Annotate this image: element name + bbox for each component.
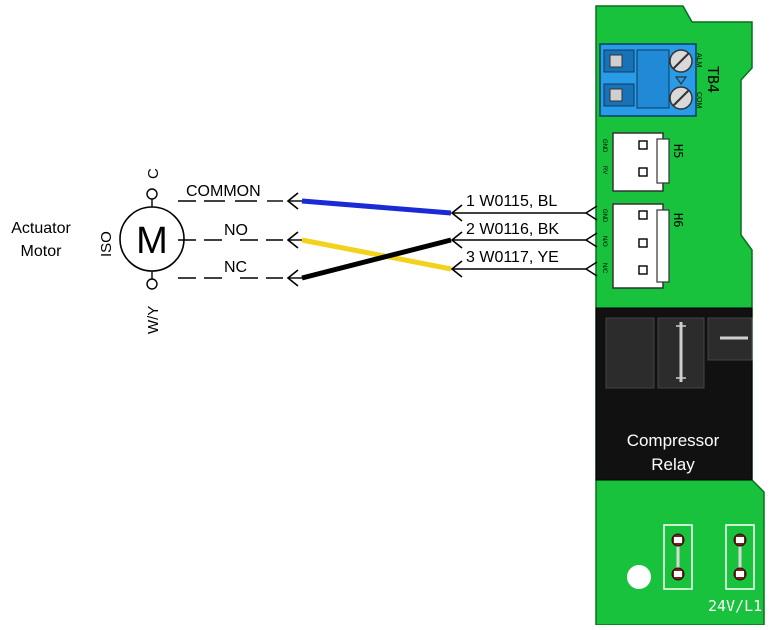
relay-label-line1: Compressor [627,431,720,450]
mounting-hole [627,565,651,589]
motor-pin-iso: ISO [98,231,115,257]
h6-connector: H6 GND N/O N/C [601,203,685,289]
compressor-relay: Compressor Relay [595,307,753,481]
h5-connector: H5 GND RV [601,132,685,192]
wire-harness: 1 W0115, BL 2 W0116, BK 3 W0117, YE [286,192,598,287]
motor-symbol: M [136,220,168,262]
motor-pin-c-terminal [146,188,158,200]
wire-label-1: 1 W0115, BL [466,193,557,210]
h6-label: H6 [671,213,685,227]
motor-pin-wy-terminal [146,278,158,290]
wire-bk [301,237,452,281]
relay-label-line2: Relay [651,455,695,474]
tb4-pin-com: COM [695,92,702,109]
fuse-2 [725,524,755,590]
h6-pin-gnd: GND [601,209,607,223]
tb4-pin-alm: ALM [695,53,702,68]
motor-label-line2: Motor [21,243,63,260]
tb4-screw-2 [669,86,693,110]
terminal-nc-label: NC [224,259,247,276]
terminal-no-label: NO [224,222,248,239]
h6-pin-no: N/O [601,236,607,247]
tb4-label: TB4 [704,66,722,93]
terminal-common-label: COMMON [186,183,261,200]
tb4-screw-1 [669,49,693,73]
motor-pin-wy: W/Y [145,306,162,334]
wire-ye [301,237,452,272]
h6-pin-nc: N/C [601,263,607,274]
motor-label-line1: Actuator [11,220,71,237]
wire-bl [301,198,452,216]
circuit-board: TB4 ALM COM H5 GND RV H6 GND N/O N/C [595,5,765,626]
motor-terminals: COMMON NO NC [178,183,283,279]
fuse-label: 24V/L1 [708,597,762,615]
motor-pin-c: C [145,168,162,179]
h5-pin-rv: RV [601,166,607,174]
tb4-terminal-block: TB4 ALM COM [599,43,722,117]
h5-pin-gnd: GND [601,139,607,153]
fuse-1 [663,524,693,590]
actuator-motor: Actuator Motor M C ISO W/Y [11,168,185,334]
h5-label: H5 [671,144,685,158]
wire-label-3: 3 W0117, YE [466,249,559,266]
wire-label-2: 2 W0116, BK [466,221,559,238]
